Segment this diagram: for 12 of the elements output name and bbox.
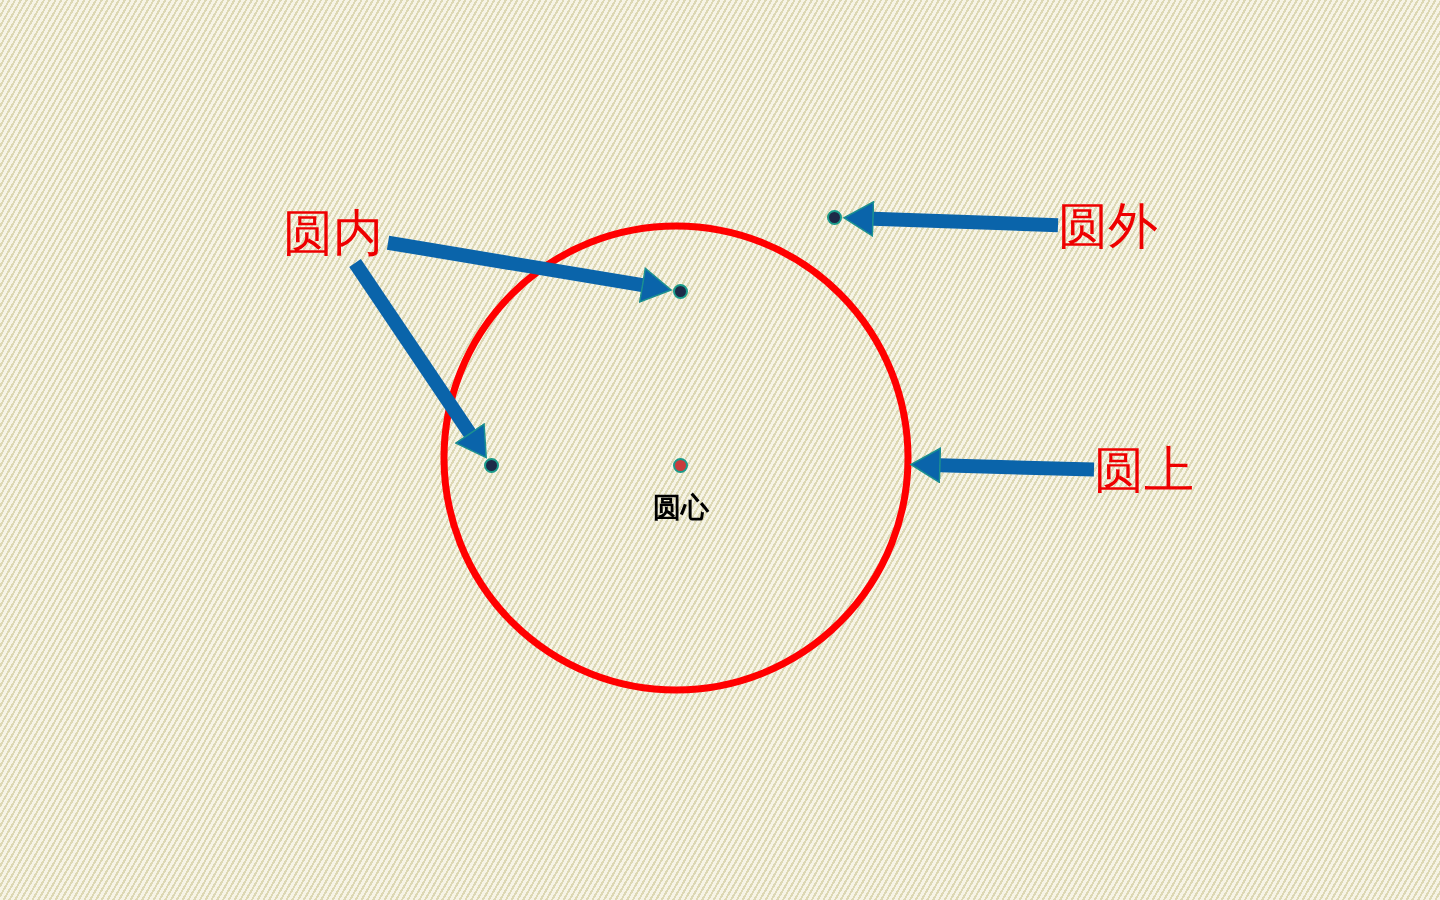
point-dot <box>827 210 842 225</box>
point-label: 圆外 <box>1058 198 1163 256</box>
point-label: 圆上 <box>1094 442 1199 500</box>
arrow <box>910 447 1095 484</box>
point-label: 圆内 <box>283 205 388 263</box>
arrow <box>843 201 1059 237</box>
arrow <box>349 259 487 459</box>
circle-outline <box>440 222 912 694</box>
point-dot <box>484 458 499 473</box>
center-label: 圆心 <box>653 492 709 524</box>
point-dot <box>673 458 688 473</box>
point-dot <box>673 284 688 299</box>
